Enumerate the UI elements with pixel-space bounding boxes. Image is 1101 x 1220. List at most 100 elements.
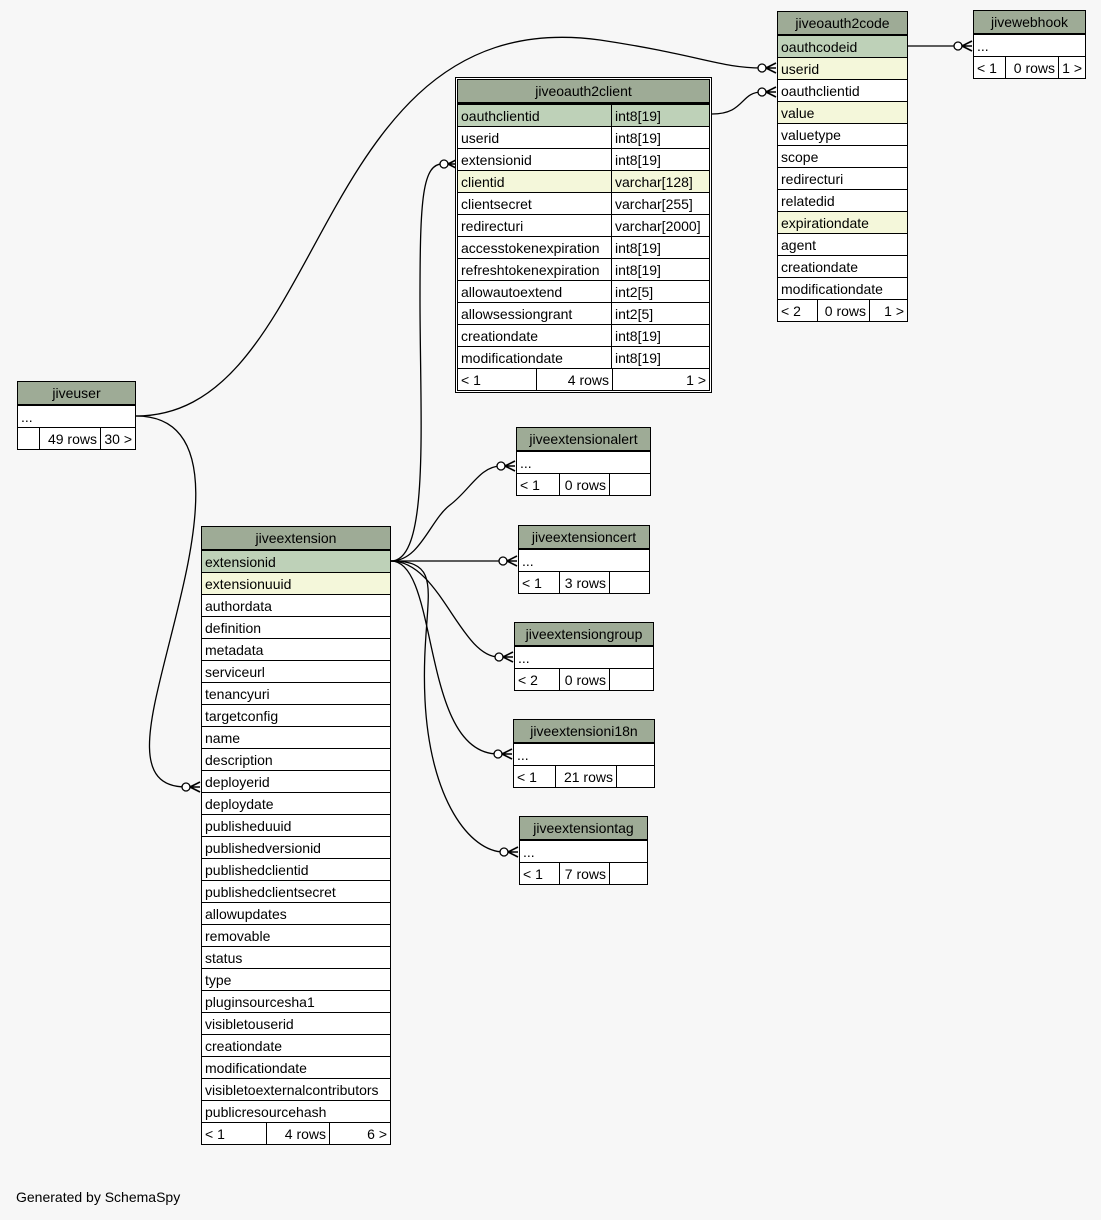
table-title[interactable]: jiveextensiontag — [520, 817, 647, 840]
column-row[interactable]: ... — [519, 549, 649, 571]
column-row[interactable]: serviceurl — [202, 660, 390, 682]
parents-count[interactable]: < 1 — [520, 477, 540, 493]
column-row[interactable]: creationdate — [202, 1034, 390, 1056]
column-row[interactable]: publicresourcehash — [202, 1100, 390, 1122]
column-row[interactable]: publishedversionid — [202, 836, 390, 858]
column-row[interactable]: relatedid — [778, 189, 907, 211]
parents-count[interactable]: < 1 — [523, 866, 543, 882]
parents-count[interactable]: < 1 — [522, 575, 542, 591]
column-row[interactable]: agent — [778, 233, 907, 255]
table-title[interactable]: jivewebhook — [974, 11, 1085, 34]
column-row[interactable]: removable — [202, 924, 390, 946]
children-count[interactable]: 30 > — [100, 428, 135, 449]
column-row[interactable]: extensionid — [202, 550, 390, 572]
table-title[interactable]: jiveextensioncert — [519, 526, 649, 549]
children-count[interactable] — [609, 474, 650, 495]
children-count[interactable]: 6 > — [329, 1123, 390, 1144]
parents-count[interactable]: < 1 — [517, 769, 537, 785]
column-row[interactable]: targetconfig — [202, 704, 390, 726]
column-row[interactable]: ... — [520, 840, 647, 862]
column-row[interactable]: tenancyuri — [202, 682, 390, 704]
table-title[interactable]: jiveoauth2code — [778, 12, 907, 35]
column-row[interactable]: ... — [515, 646, 653, 668]
column-row[interactable]: visibletouserid — [202, 1012, 390, 1034]
table-title[interactable]: jiveextensiongroup — [515, 623, 653, 646]
column-row[interactable]: publishedclientid — [202, 858, 390, 880]
parents-count[interactable] — [18, 428, 39, 449]
column-row[interactable]: extensionuuid — [202, 572, 390, 594]
column-row[interactable]: visibletoexternalcontributors — [202, 1078, 390, 1100]
column-row[interactable]: modificationdate — [778, 277, 907, 299]
column-row[interactable]: publishedclientsecret — [202, 880, 390, 902]
parents-count[interactable]: < 1 — [205, 1126, 225, 1142]
column-row[interactable]: description — [202, 748, 390, 770]
column-row[interactable]: type — [202, 968, 390, 990]
table-title[interactable]: jiveextensioni18n — [514, 720, 654, 743]
column-row[interactable]: ... — [974, 34, 1085, 56]
column-row[interactable]: scope — [778, 145, 907, 167]
column-row[interactable]: ... — [514, 743, 654, 765]
column-row[interactable]: userid — [778, 57, 907, 79]
column-row[interactable]: oauthclientid — [778, 79, 907, 101]
parents-count[interactable]: < 1 — [461, 372, 481, 388]
column-name: modificationdate — [781, 281, 883, 297]
children-count[interactable] — [609, 863, 647, 884]
column-row[interactable]: metadata — [202, 638, 390, 660]
column-name: publishedversionid — [205, 840, 321, 856]
column-row[interactable]: value — [778, 101, 907, 123]
column-name: modificationdate — [205, 1060, 307, 1076]
children-count[interactable]: 1 > — [1058, 57, 1085, 78]
children-count[interactable] — [609, 669, 653, 690]
table-title[interactable]: jiveextensionalert — [517, 428, 650, 451]
column-row[interactable]: ... — [18, 405, 135, 427]
column-row[interactable]: deployerid — [202, 770, 390, 792]
column-row[interactable]: publisheduuid — [202, 814, 390, 836]
column-row[interactable]: valuetype — [778, 123, 907, 145]
children-count[interactable]: 1 > — [869, 300, 907, 321]
parents-count[interactable]: < 2 — [781, 303, 801, 319]
column-row[interactable]: creationdate — [778, 255, 907, 277]
children-count[interactable] — [609, 572, 649, 593]
column-row[interactable]: definition — [202, 616, 390, 638]
table-title[interactable]: jiveuser — [18, 382, 135, 405]
column-row[interactable]: modificationdate — [202, 1056, 390, 1078]
column-row[interactable]: deploydate — [202, 792, 390, 814]
parents-count[interactable]: < 2 — [518, 672, 538, 688]
column-row[interactable]: expirationdate — [778, 211, 907, 233]
column-row[interactable]: ... — [517, 451, 650, 473]
column-row[interactable]: status — [202, 946, 390, 968]
parents-count[interactable]: < 1 — [977, 60, 997, 76]
column-row[interactable]: pluginsourcesha1 — [202, 990, 390, 1012]
column-row[interactable]: oauthcodeid — [778, 35, 907, 57]
children-count[interactable]: 1 > — [612, 369, 709, 390]
column-row[interactable]: allowupdates — [202, 902, 390, 924]
column-row[interactable]: redirecturi — [778, 167, 907, 189]
table-title[interactable]: jiveoauth2client — [458, 80, 709, 104]
column-row[interactable]: authordata — [202, 594, 390, 616]
table-title[interactable]: jiveextension — [202, 527, 390, 550]
children-count[interactable] — [616, 766, 654, 787]
column-row[interactable]: name — [202, 726, 390, 748]
